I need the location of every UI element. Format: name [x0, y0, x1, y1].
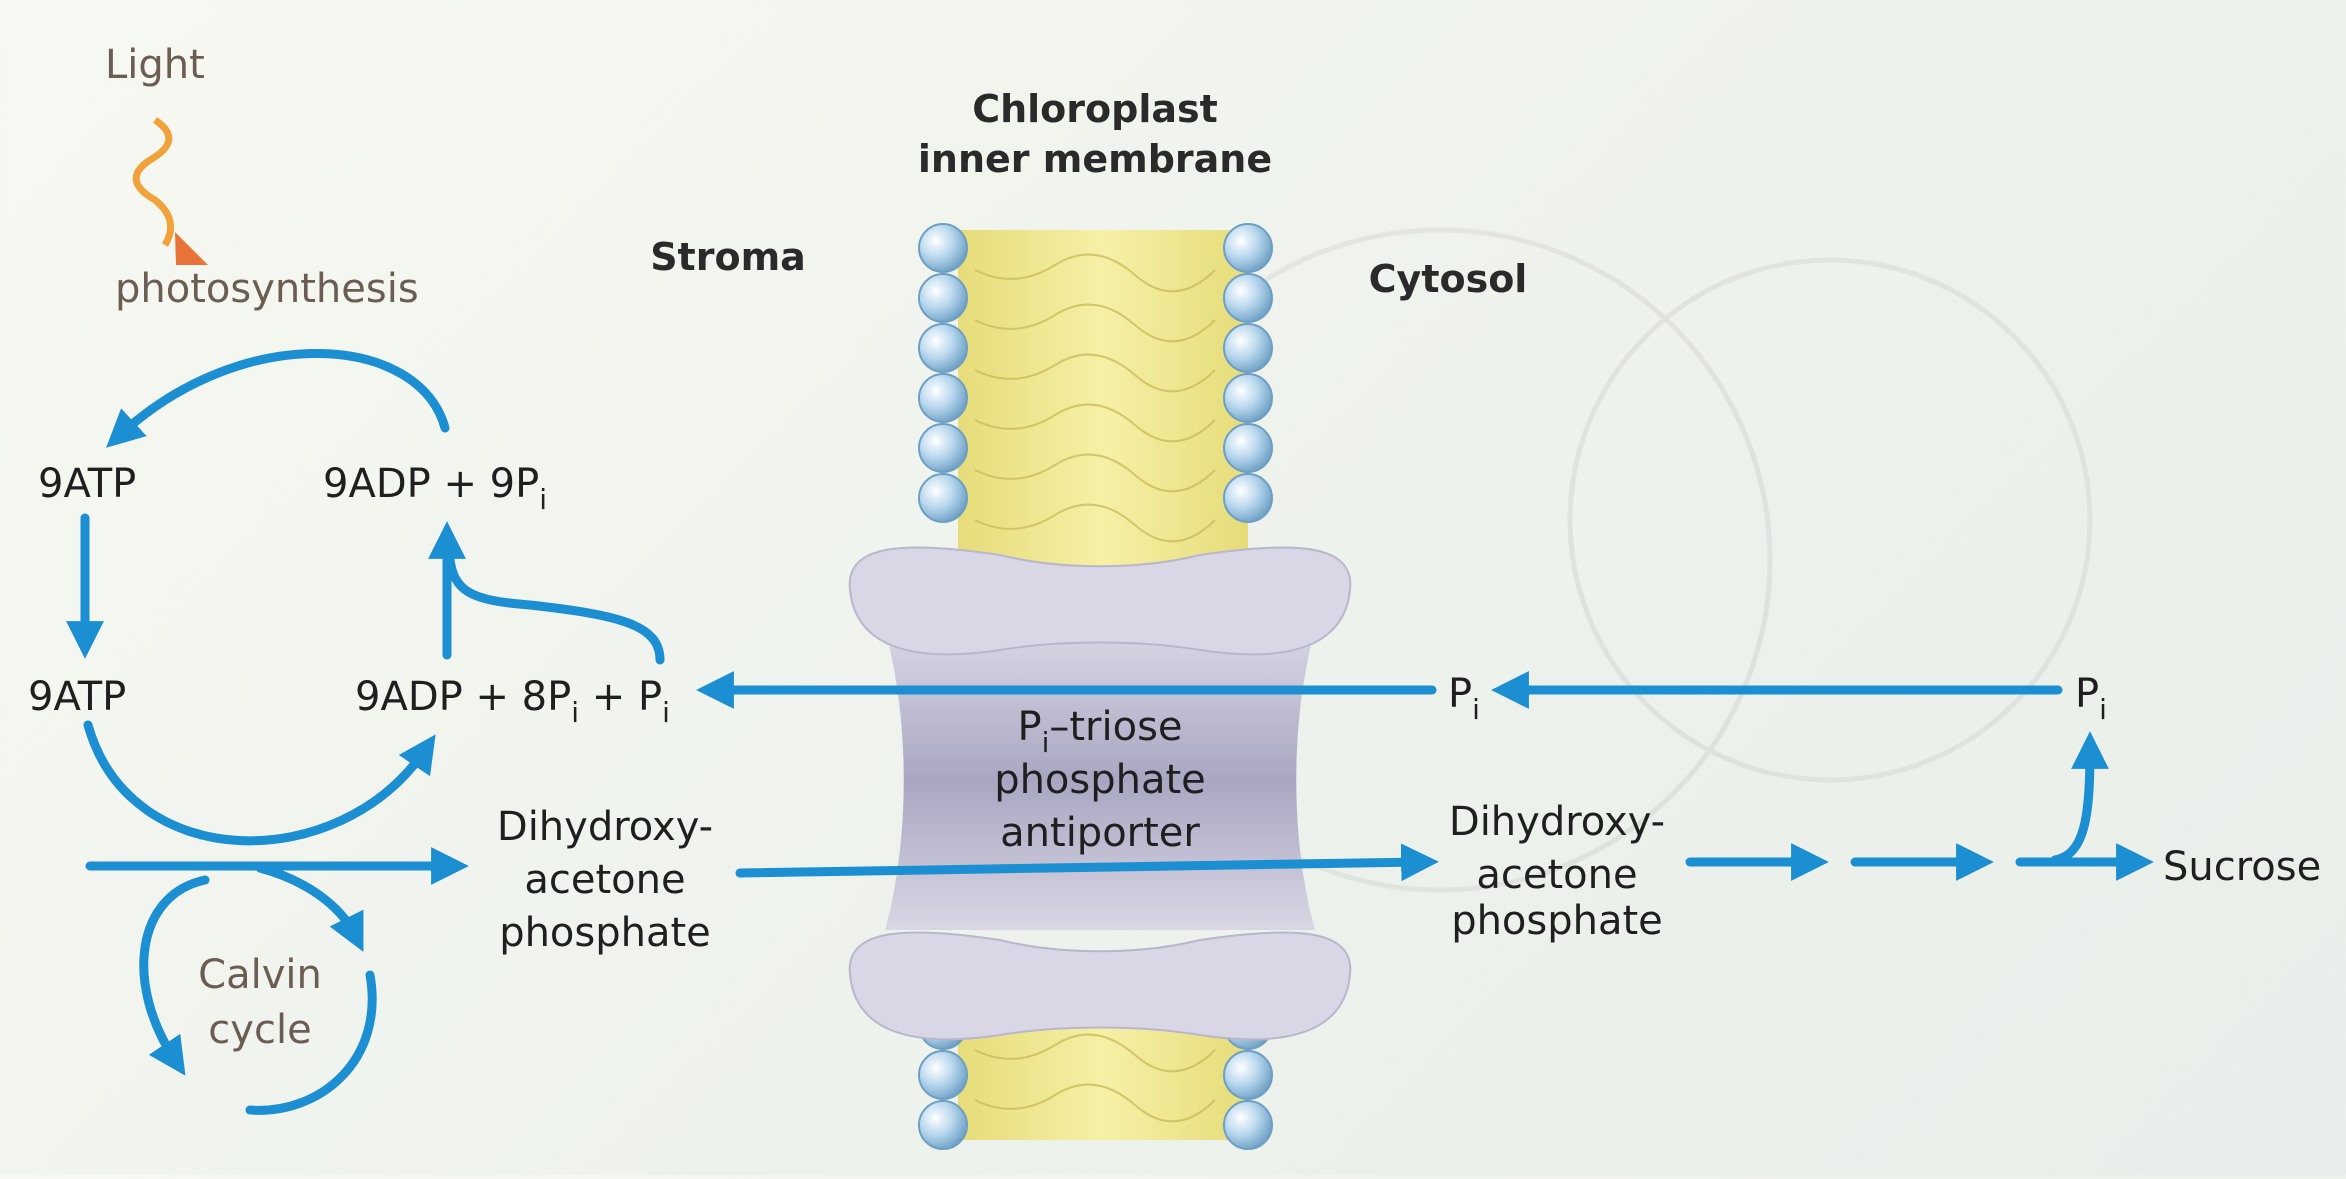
adp-top-label: 9ADP + 9Pi	[323, 461, 547, 516]
pi-right-subscript: i	[2099, 693, 2107, 726]
lipid-bilayer-top	[958, 230, 1248, 600]
membrane-title-line1: Chloroplast	[972, 87, 1218, 131]
antiporter-subscript: i	[1042, 726, 1050, 759]
antiporter-line3: antiporter	[1000, 810, 1200, 856]
pi-cytosol-subscript: i	[1472, 693, 1480, 726]
lipid-head	[1223, 1050, 1273, 1100]
arrow-pi-return	[444, 540, 665, 665]
dhap-right-line3: phosphate	[1451, 898, 1663, 944]
antiporter-line2: phosphate	[994, 757, 1206, 803]
lipid-heads	[918, 223, 1273, 1150]
lipid-head	[918, 423, 968, 473]
membrane-title-line2: inner membrane	[918, 137, 1272, 181]
dhap-right-line1: Dihydroxy-	[1449, 799, 1665, 845]
photosynthesis-label: photosynthesis	[115, 266, 419, 312]
lipid-head	[918, 273, 968, 323]
lipid-head	[918, 1100, 968, 1150]
dhap-right-line2: acetone	[1476, 852, 1637, 898]
pi-right-main: P	[2075, 671, 2099, 717]
chloroplast-inner-membrane	[918, 223, 1273, 1150]
cytosol-label: Cytosol	[1369, 257, 1528, 301]
sucrose-label: Sucrose	[2163, 844, 2321, 890]
calvin-line2: cycle	[208, 1007, 311, 1053]
lipid-head	[1223, 373, 1273, 423]
dhap-left-line1: Dihydroxy-	[497, 804, 713, 850]
arrows	[66, 349, 2154, 1115]
antiporter-line1-rest: –triose	[1049, 704, 1182, 750]
lipid-head	[918, 473, 968, 523]
calvin-line1: Calvin	[198, 952, 322, 998]
lipid-head	[1223, 473, 1273, 523]
lipid-head	[1223, 423, 1273, 473]
arrow-atp-hydrolysis	[83, 720, 436, 846]
adp-top-main: 9ADP + 9P	[323, 461, 539, 507]
antiporter-p: P	[1017, 704, 1041, 750]
lipid-tails	[974, 253, 1216, 1123]
adp-top-subscript: i	[539, 483, 547, 516]
lipid-head	[918, 223, 968, 273]
lipid-head	[1223, 223, 1273, 273]
arrow-calvin-right	[245, 970, 377, 1115]
antiporter-protein	[848, 546, 1352, 1041]
light-wave-icon	[132, 117, 175, 247]
lipid-head	[918, 373, 968, 423]
arrow-into-calvin	[255, 863, 364, 952]
adp-bottom-part-b: + P	[579, 674, 662, 720]
adp-bottom-subscript-2: i	[662, 696, 670, 729]
adp-bottom-subscript-1: i	[571, 696, 579, 729]
arrow-dhap-export	[735, 843, 1439, 882]
pi-cytosol-label: Pi	[1448, 671, 1480, 726]
lipid-head	[1223, 323, 1273, 373]
arrow-calvin-left	[139, 875, 210, 1076]
adp-bottom-part-a: 9ADP + 8P	[355, 674, 571, 720]
light-label: Light	[105, 42, 205, 88]
pi-right-label: Pi	[2075, 671, 2107, 726]
stroma-label: Stroma	[650, 235, 806, 279]
light-arrow-head-icon	[175, 232, 208, 265]
arrow-to-pi	[2050, 731, 2109, 865]
arrow-adp-to-atp	[106, 349, 450, 448]
antiporter-line1: Pi–triose	[1017, 704, 1182, 759]
lipid-head	[1223, 1100, 1273, 1150]
lipid-head	[918, 1050, 968, 1100]
lipid-head	[1223, 273, 1273, 323]
atp-bottom-label: 9ATP	[28, 674, 126, 720]
dhap-left-line2: acetone	[524, 857, 685, 903]
adp-bottom-label: 9ADP + 8Pi + Pi	[355, 674, 670, 729]
lipid-head	[918, 323, 968, 373]
pi-cytosol-main: P	[1448, 671, 1472, 717]
atp-top-label: 9ATP	[38, 461, 136, 507]
dhap-left-line3: phosphate	[499, 910, 711, 956]
